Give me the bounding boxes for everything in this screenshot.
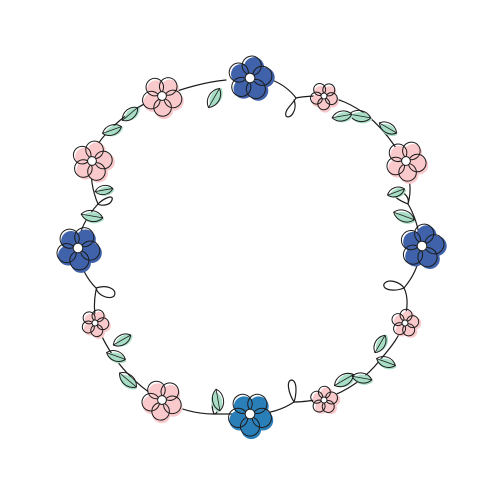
flower-upper-left-pink bbox=[72, 140, 115, 183]
flower-layer bbox=[56, 55, 447, 440]
leaf bbox=[206, 87, 223, 109]
flower-bottom-blue bbox=[228, 393, 274, 440]
flower-lower-right-pink bbox=[391, 308, 422, 338]
flower-left-blue bbox=[56, 227, 102, 273]
flower-top-left-pink bbox=[142, 77, 184, 120]
leaf bbox=[94, 184, 115, 196]
flower-bottom-left-pink bbox=[141, 380, 183, 424]
leaf bbox=[119, 372, 137, 390]
flower-upper-right-pink bbox=[386, 141, 429, 184]
leaf bbox=[393, 209, 416, 224]
leaf-layer bbox=[80, 87, 416, 413]
leaf bbox=[376, 356, 397, 370]
vine-stroke bbox=[97, 196, 113, 206]
vine-stroke bbox=[271, 79, 297, 99]
flower-top-right-pink bbox=[310, 83, 339, 113]
flower-right-blue bbox=[400, 223, 447, 269]
leaf bbox=[378, 121, 398, 137]
vine-stroke bbox=[285, 97, 297, 118]
vine-stroke bbox=[287, 379, 297, 403]
leaf bbox=[102, 124, 124, 137]
leaf bbox=[333, 372, 356, 388]
vine-layer bbox=[77, 79, 421, 415]
leaf bbox=[112, 333, 133, 347]
leaf bbox=[386, 186, 407, 198]
leaf bbox=[351, 372, 374, 385]
leaf bbox=[331, 110, 354, 123]
vine-stroke bbox=[383, 280, 405, 291]
flower-bottom-right-pink bbox=[310, 385, 341, 415]
leaf bbox=[211, 388, 225, 413]
leaf bbox=[80, 209, 105, 224]
vine-stroke bbox=[95, 286, 116, 299]
leaf bbox=[121, 106, 140, 122]
flower-lower-left-pink bbox=[81, 309, 111, 340]
flower-top-blue bbox=[228, 55, 275, 101]
leaf bbox=[106, 350, 127, 364]
leaf bbox=[373, 334, 389, 354]
leaf bbox=[348, 109, 373, 124]
